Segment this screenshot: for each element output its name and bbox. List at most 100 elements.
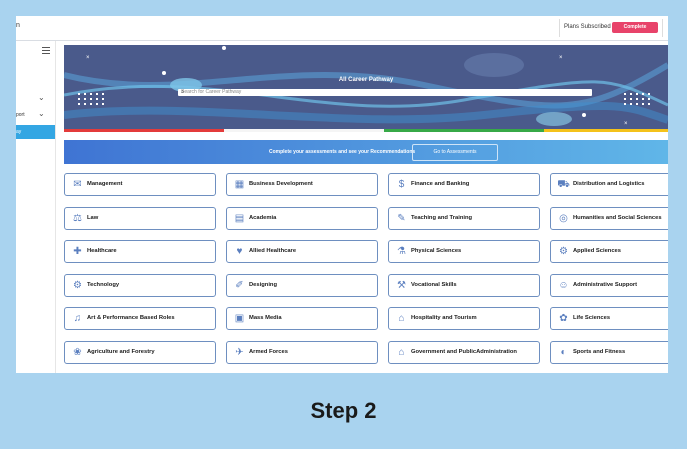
life-sciences-icon: ✿: [559, 313, 568, 324]
career-card-label: Management: [87, 181, 123, 187]
career-card-label: Distribution and Logistics: [573, 181, 645, 187]
menu-toggle-icon[interactable]: [42, 47, 50, 54]
banner-waves: × × ×: [64, 46, 668, 127]
banner-title: All Career Pathway: [338, 77, 394, 83]
agriculture-icon: ❀: [73, 346, 82, 358]
career-card-label: Mass Media: [249, 315, 282, 321]
career-card[interactable]: ▦Business Development: [226, 173, 378, 196]
top-bar: n Plans Subscribed Complete Wellbeing: [16, 16, 668, 41]
sports-icon: ◐: [560, 346, 567, 358]
truck-icon: ⛟: [557, 179, 570, 190]
color-strip-white: [224, 129, 384, 132]
career-card-label: Teaching and Training: [411, 214, 473, 221]
teaching-icon: ✎: [397, 212, 406, 224]
topbar-left-text: n: [16, 22, 20, 29]
assessment-message: Complete your assessments and see your R…: [269, 149, 416, 155]
career-card-label: Healthcare: [87, 248, 117, 254]
business-development-icon: ▦: [234, 179, 245, 190]
career-card[interactable]: ⚒ Vocational Skills: [388, 273, 540, 297]
career-card-label: Armed Forces: [249, 348, 288, 355]
sidebar-item-active[interactable]: ay: [16, 125, 55, 139]
go-to-assessments-button[interactable]: Go to Assessments: [412, 144, 498, 161]
career-card-label: Art & Performance Based Roles: [87, 315, 175, 321]
career-card-label: Vocational Skills: [411, 281, 457, 288]
topbar-divider-right: [662, 19, 663, 37]
career-card[interactable]: ✿ Life Sciences: [550, 307, 668, 330]
main-content: × × × All Career Pathway Search for Care…: [64, 45, 668, 373]
globe-icon: ◎: [559, 212, 568, 224]
career-card-label: Designing: [249, 281, 278, 288]
search-placeholder: Search for Career Pathway: [181, 89, 242, 95]
step-caption: Step 2: [310, 398, 377, 423]
color-strip-yellow: [544, 129, 668, 132]
career-card[interactable]: ⌂ Hospitality and Tourism: [388, 307, 540, 330]
career-card[interactable]: ✈ Armed Forces: [226, 340, 378, 364]
scales-icon: ⚖: [73, 212, 82, 224]
assessment-banner: Complete your assessments and see your R…: [64, 140, 668, 164]
search-icon[interactable]: ⌕: [181, 89, 185, 95]
chevron-down-icon[interactable]: ⌄: [38, 109, 45, 118]
career-card[interactable]: ▤ Academia: [226, 206, 378, 230]
career-search-input[interactable]: Search for Career Pathway ⌕: [178, 89, 592, 96]
admin-icon: ☺: [558, 279, 569, 291]
career-card-label: Allied Healthcare: [249, 248, 297, 254]
career-card[interactable]: ⚙ Applied Sciences: [550, 240, 668, 263]
career-card-label: Humanities and Social Sciences: [573, 214, 662, 221]
career-card-label: Life Sciences: [573, 315, 611, 321]
management-icon: ✉: [73, 179, 82, 190]
career-card-label: Law: [87, 214, 99, 221]
career-card-label: Hospitality and Tourism: [411, 315, 477, 321]
topbar-divider: [559, 19, 560, 37]
career-card[interactable]: ⌂ Government and PublicAdministration: [388, 340, 540, 364]
career-card[interactable]: ▣ Mass Media: [226, 307, 378, 330]
career-card[interactable]: ✐ Designing: [226, 273, 378, 297]
svg-text:×: ×: [624, 121, 628, 127]
designing-icon: ✐: [235, 279, 244, 291]
career-card[interactable]: ✉ Management: [64, 173, 216, 196]
sidebar: ⌄ port ⌄ ay: [16, 41, 56, 373]
complete-wellbeing-button[interactable]: Complete Wellbeing: [612, 22, 658, 41]
physical-sciences-icon: ⚗: [397, 246, 406, 257]
career-card[interactable]: ◎ Humanities and Social Sciences: [550, 206, 668, 230]
plans-subscribed-label[interactable]: Plans Subscribed: [564, 24, 611, 30]
academia-icon: ▤: [234, 212, 245, 224]
career-card[interactable]: ⚙ Technology: [64, 273, 216, 297]
app-screenshot: n Plans Subscribed Complete Wellbeing ⌄ …: [16, 16, 668, 373]
career-card-label: Physical Sciences: [411, 248, 462, 254]
career-card[interactable]: ◐Sports and Fitness: [550, 340, 668, 364]
sidebar-item-support[interactable]: port: [16, 112, 25, 118]
career-card[interactable]: ⚗ Physical Sciences: [388, 240, 540, 263]
svg-text:×: ×: [559, 55, 563, 61]
career-card[interactable]: ⛟Distribution and Logistics: [550, 173, 668, 196]
government-icon: ⌂: [398, 346, 405, 358]
career-card-label: Academia: [249, 214, 277, 221]
career-card-label: Technology: [87, 281, 120, 288]
armed-forces-icon: ✈: [235, 346, 244, 358]
career-card[interactable]: $ Finance and Banking: [388, 173, 540, 196]
career-card-label: Government and PublicAdministration: [411, 348, 517, 355]
allied-healthcare-icon: ♥: [236, 246, 243, 257]
career-card-label: Finance and Banking: [411, 181, 470, 187]
color-strip-red: [64, 129, 224, 132]
chevron-down-icon[interactable]: ⌄: [38, 93, 45, 102]
career-card[interactable]: ☺ Administrative Support: [550, 273, 668, 297]
career-card[interactable]: ⚖ Law: [64, 206, 216, 230]
career-card[interactable]: ✎ Teaching and Training: [388, 206, 540, 230]
color-strip-green: [384, 129, 544, 132]
career-card-label: Agriculture and Forestry: [87, 348, 155, 355]
career-card[interactable]: ♥ Allied Healthcare: [226, 240, 378, 263]
career-card-label: Administrative Support: [573, 281, 638, 288]
media-icon: ▣: [234, 313, 245, 324]
technology-icon: ⚙: [73, 279, 82, 291]
career-pathway-banner: × × × All Career Pathway Search for Care…: [64, 45, 668, 131]
art-icon: ♫: [73, 313, 82, 324]
finance-icon: $: [398, 179, 405, 190]
applied-sciences-icon: ⚙: [559, 246, 568, 257]
vocational-icon: ⚒: [397, 279, 406, 291]
career-card-label: Applied Sciences: [573, 248, 622, 254]
career-card[interactable]: ❀ Agriculture and Forestry: [64, 340, 216, 364]
career-card[interactable]: ✚ Healthcare: [64, 240, 216, 263]
hospitality-icon: ⌂: [398, 313, 405, 324]
career-card[interactable]: ♫ Art & Performance Based Roles: [64, 307, 216, 330]
healthcare-icon: ✚: [73, 246, 82, 257]
